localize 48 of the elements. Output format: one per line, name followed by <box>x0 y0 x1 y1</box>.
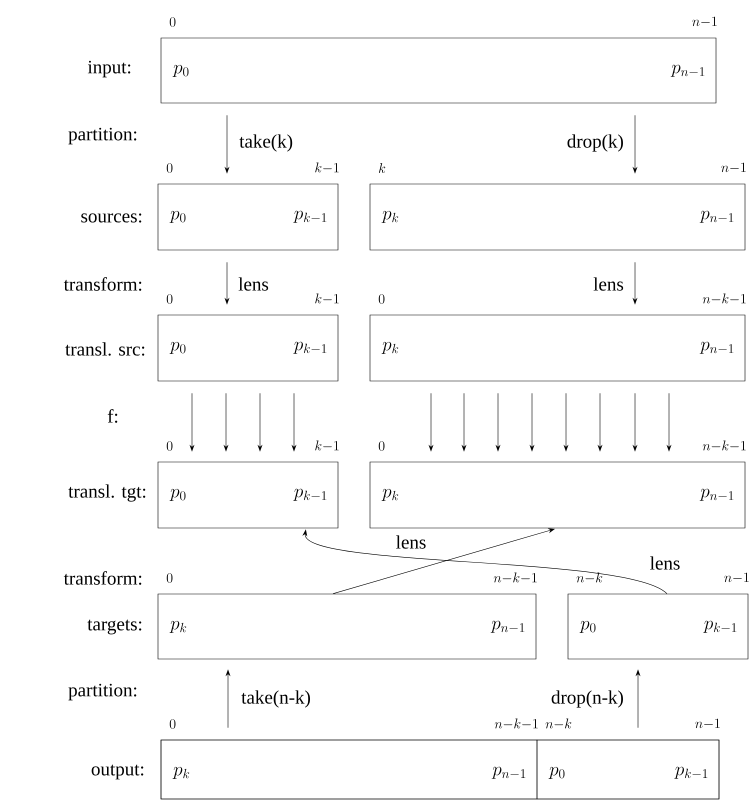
index-label: $n-1$ <box>724 572 749 582</box>
row-label: transform: <box>64 571 142 585</box>
edge-label: lens <box>592 276 625 292</box>
index-label: $0$ <box>166 573 172 583</box>
edge-label: take(k) <box>238 133 294 153</box>
edge-label: lens <box>237 276 270 292</box>
edge-label: lens <box>394 534 428 550</box>
row-label: f: <box>108 409 118 423</box>
index-label: $n-k-1$ <box>702 294 746 304</box>
row-label: partition: <box>68 128 136 144</box>
index-label: $k-1$ <box>315 162 339 172</box>
index-label: $0$ <box>170 719 176 729</box>
index-label: $0$ <box>166 441 172 451</box>
array-box: $p_{0}$ $p_{k-1}$ <box>158 184 338 250</box>
index-label: $n-1$ <box>695 718 720 728</box>
array-box: $p_{k}$ $p_{n-1}$ <box>160 740 538 800</box>
index-label: $k-1$ <box>315 440 339 450</box>
array-box: $p_{k}$ $p_{n-1}$ <box>370 184 746 250</box>
edge-label: drop(n-k) <box>550 689 625 709</box>
index-label: $0$ <box>166 163 172 173</box>
array-box: $p_{k}$ $p_{n-1}$ <box>370 462 746 528</box>
array-box: $p_{0}$ $p_{k-1}$ <box>536 740 720 800</box>
index-label: $n-k$ <box>576 572 602 582</box>
row-label: input: <box>88 60 130 78</box>
row-label: output: <box>92 764 144 780</box>
array-box: $p_{0}$ $p_{k-1}$ <box>158 314 338 382</box>
index-label: $n-k-1$ <box>494 572 537 582</box>
array-box: $p_{0}$ $p_{k-1}$ <box>158 462 338 528</box>
index-label: $k$ <box>378 163 386 173</box>
index-label: $k-1$ <box>315 294 339 304</box>
array-box: $p_{0}$ $p_{k-1}$ <box>568 594 748 660</box>
index-label: $n-1$ <box>692 16 717 26</box>
row-label: partition: <box>68 684 136 700</box>
index-label: $n-k-1$ <box>702 440 746 450</box>
array-box: $p_{0}$ $p_{n-1}$ <box>160 38 716 104</box>
array-box: $p_{k}$ $p_{n-1}$ <box>370 314 746 382</box>
index-label: $n-1$ <box>721 162 746 172</box>
array-box: $p_{k}$ $p_{n-1}$ <box>158 594 536 660</box>
index-label: $0$ <box>378 441 384 451</box>
edge-label: lens <box>648 555 682 571</box>
index-label: $n-k-1$ <box>494 718 538 728</box>
row-label: transform: <box>64 277 142 291</box>
index-label: $0$ <box>170 17 176 27</box>
edge-label: take(n-k) <box>240 689 312 709</box>
edge-label: drop(k) <box>566 133 625 153</box>
index-label: $0$ <box>378 294 384 304</box>
index-label: $0$ <box>166 294 172 304</box>
index-label: $n-k$ <box>546 718 572 728</box>
